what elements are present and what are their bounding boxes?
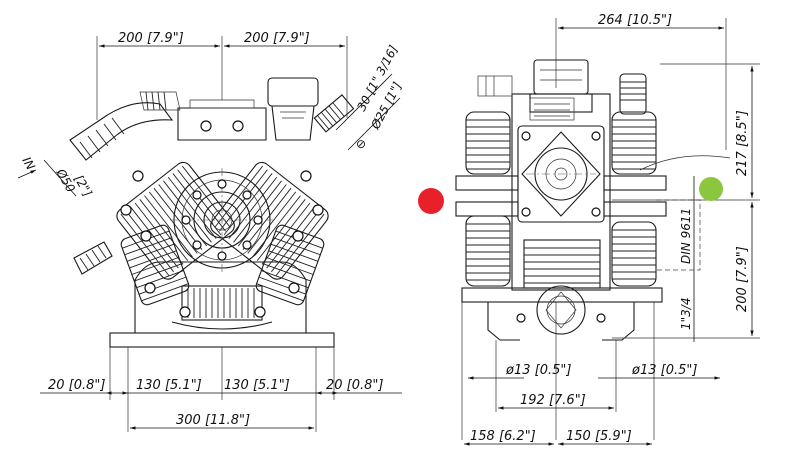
dim-b2: 130 [5.1"] (136, 378, 202, 393)
front-view: 200 [7.9"] 200 [7.9"] 30 [1" 3/16] Ø25 [… (17, 31, 405, 432)
dim-192: 192 [7.6"] (520, 393, 586, 408)
dim-158: 158 [6.2"] (470, 429, 536, 444)
dim-200: 200 [7.9"] (735, 246, 750, 312)
dim-hole-right: ø13 [0.5"] (631, 363, 697, 378)
dim-top-left: 200 [7.9"] (118, 31, 184, 46)
green-marker[interactable] (699, 177, 723, 201)
front-base-plate (109, 332, 335, 348)
front-lower-body (134, 261, 307, 333)
inlet-hose (69, 102, 174, 161)
red-marker[interactable] (418, 188, 444, 214)
sump-fins (181, 285, 263, 321)
top-manifold (177, 107, 267, 141)
label-in: IN (19, 155, 37, 173)
dim-top-right: 200 [7.9"] (244, 31, 310, 46)
dim-b4: 20 [0.8"] (326, 378, 383, 393)
side-top-cap (533, 59, 589, 95)
dim-150: 150 [5.9"] (566, 429, 632, 444)
side-center-body (511, 93, 611, 291)
dim-b3: 130 [5.1"] (224, 378, 290, 393)
center-diamond (521, 131, 601, 217)
dim-hole-left: ø13 [0.5"] (505, 363, 571, 378)
in-arrow (17, 169, 37, 179)
side-right-cylinders (611, 111, 657, 287)
right-cylinder (210, 161, 329, 280)
side-left-cylinders (465, 111, 511, 287)
dim-217: 217 [8.5"] (735, 110, 750, 176)
nameplate (529, 97, 575, 121)
left-cylinder (116, 161, 235, 280)
dim-b1: 20 [0.8"] (48, 378, 105, 393)
label-din: DIN 9611 (679, 208, 693, 264)
side-view: 264 [10.5"] 217 [8.5"] 200 [7.9"] DIN 96… (455, 13, 760, 446)
side-lower-hub (536, 285, 586, 335)
dim-overall: 300 [11.8"] (176, 413, 250, 428)
dim-top: 264 [10.5"] (598, 13, 672, 28)
label-shaft: 1"3/4 (679, 298, 693, 330)
out-marker: ⊘ (356, 137, 366, 151)
accumulator-cap (267, 77, 319, 107)
